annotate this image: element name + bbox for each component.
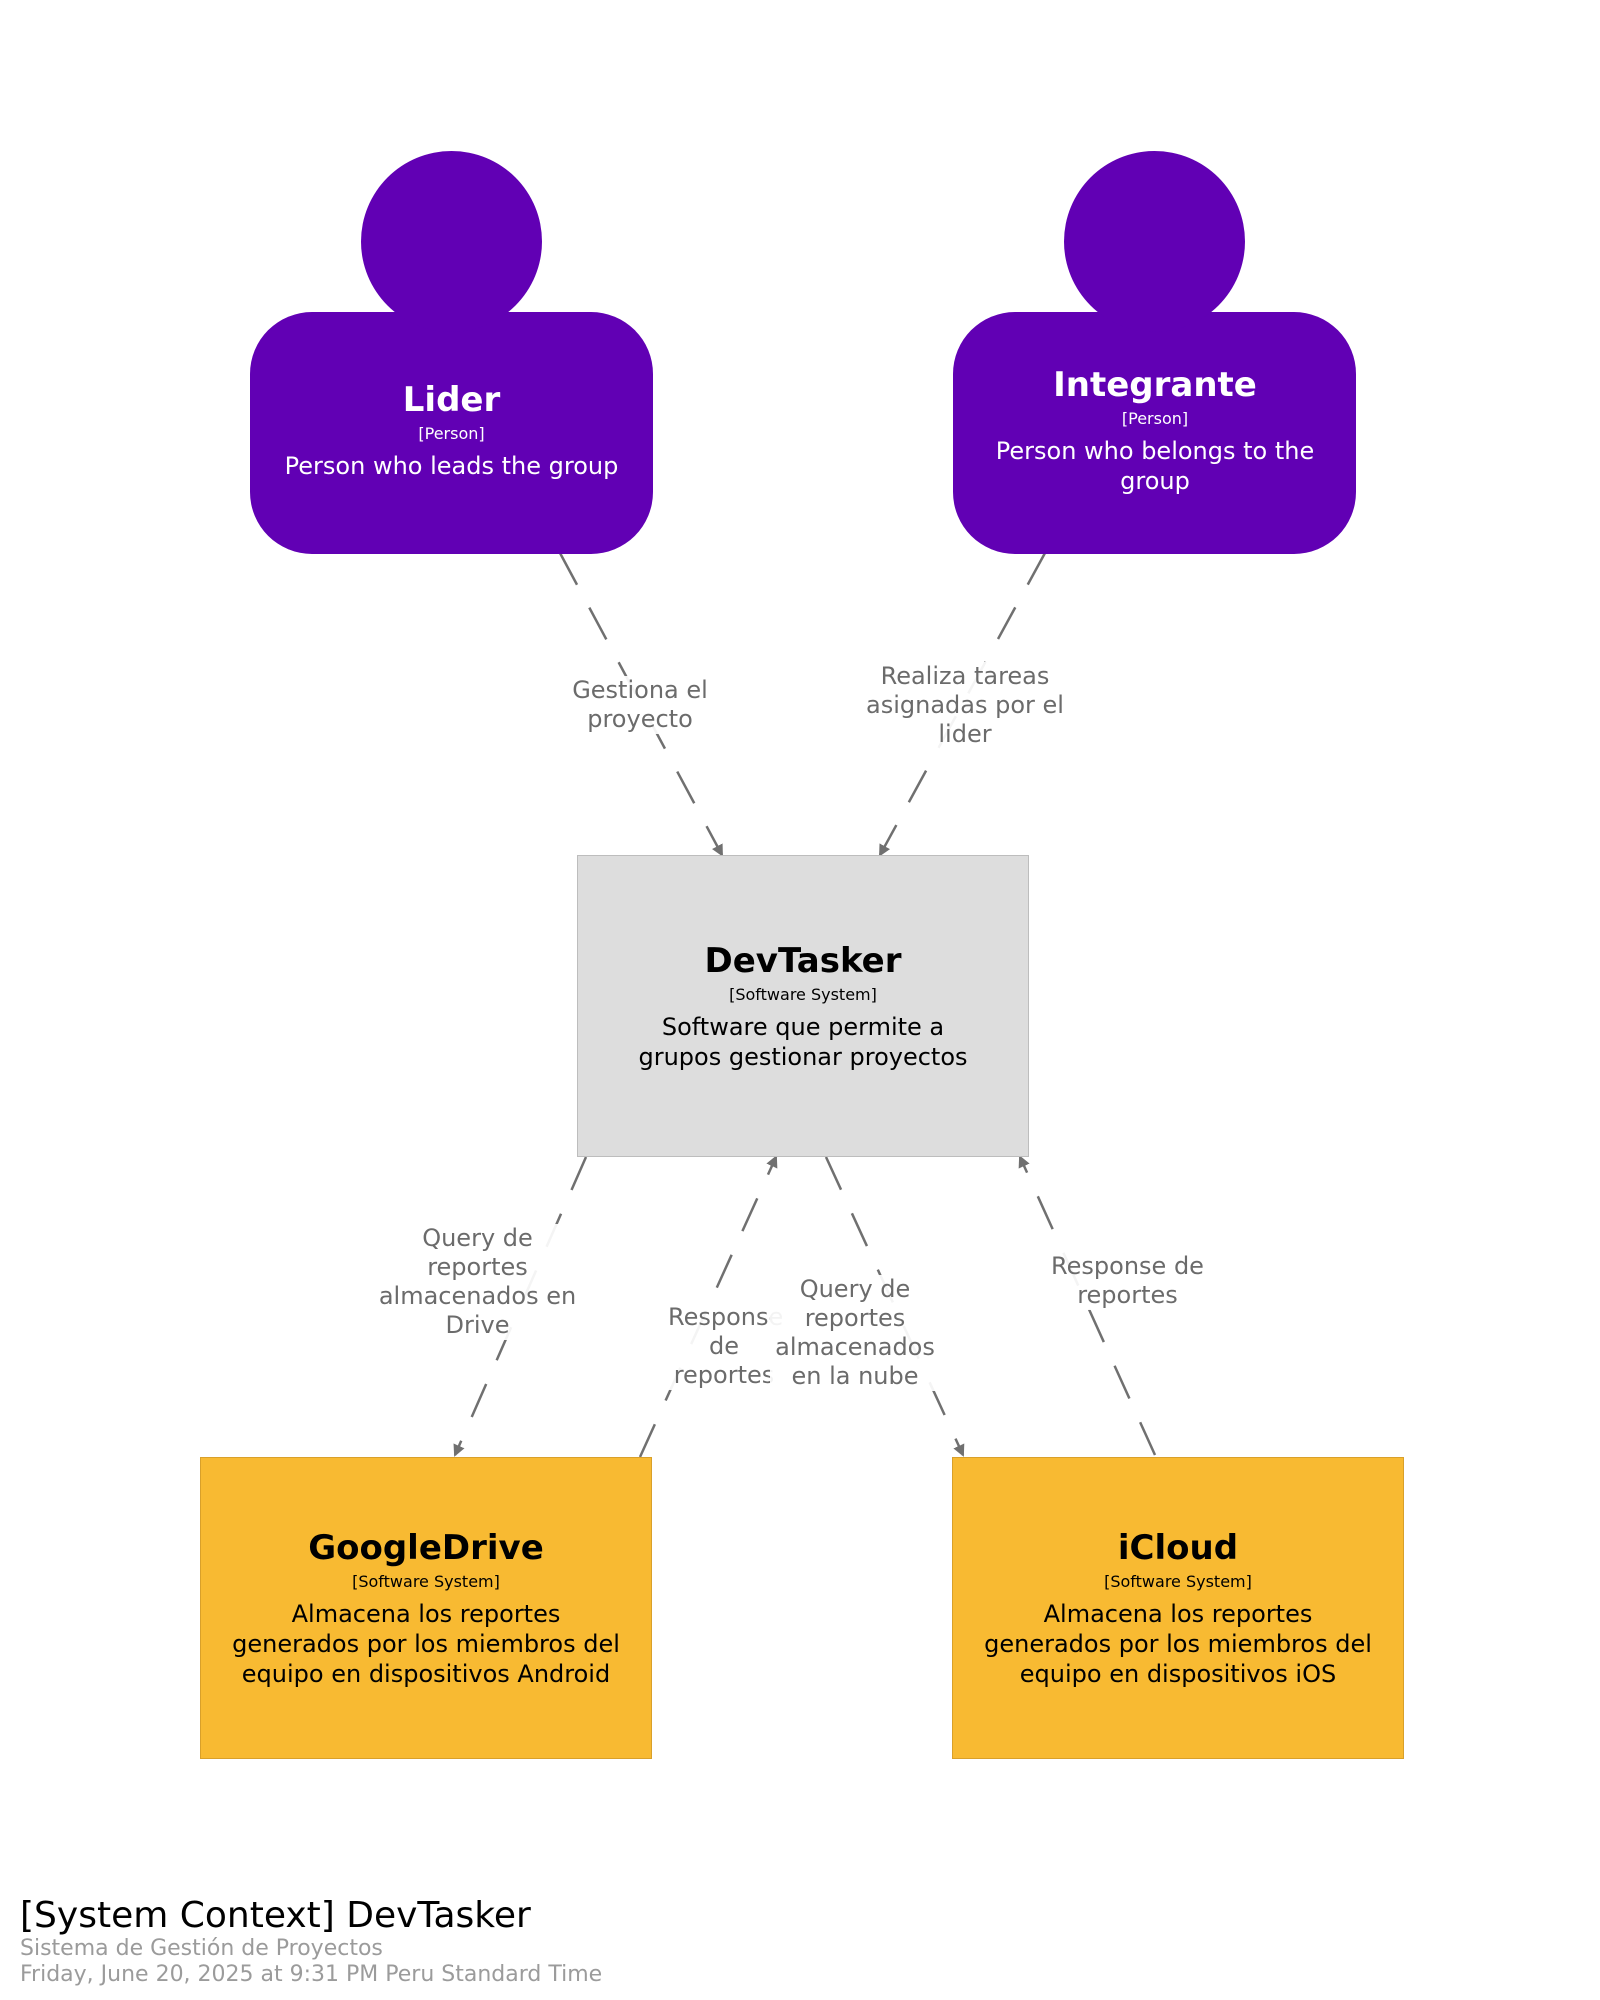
edge-devtasker-to-drive bbox=[453, 1156, 588, 1457]
system-icloud: iCloud [Software System] Almacena los re… bbox=[952, 1457, 1404, 1759]
person-lider-label: Lider [Person] Person who leads the grou… bbox=[250, 345, 653, 515]
system-icloud-label: iCloud [Software System] Almacena los re… bbox=[953, 1458, 1403, 1758]
person-integrante-head bbox=[1064, 151, 1245, 332]
edge-label-response-drive: Response de reportes bbox=[668, 1303, 784, 1390]
person-integrante-name: Integrante bbox=[1053, 365, 1257, 405]
system-googledrive-label: GoogleDrive [Software System] Almacena l… bbox=[201, 1458, 651, 1758]
edge-devtasker-to-icloud bbox=[824, 1156, 965, 1457]
system-googledrive-description: Almacena los reportes generados por los … bbox=[232, 1600, 620, 1688]
person-integrante-label: Integrante [Person] Person who belongs t… bbox=[990, 345, 1320, 515]
system-devtasker-description: Software que permite a grupos gestionar … bbox=[638, 1013, 968, 1071]
system-icloud-name: iCloud bbox=[1117, 1528, 1239, 1568]
edge-label-response-icloud: Response de reportes bbox=[1045, 1252, 1210, 1310]
person-lider-name: Lider bbox=[402, 380, 501, 420]
diagram-title: [System Context] DevTasker bbox=[20, 1895, 531, 1936]
system-devtasker-label: DevTasker [Software System] Software que… bbox=[578, 856, 1028, 1156]
system-icloud-description: Almacena los reportes generados por los … bbox=[984, 1600, 1372, 1688]
person-integrante bbox=[953, 312, 1356, 554]
system-googledrive: GoogleDrive [Software System] Almacena l… bbox=[200, 1457, 652, 1759]
system-devtasker-type: [Software System] bbox=[729, 985, 877, 1004]
edge-label-query-icloud: Query de reportes almacenados en la nube bbox=[770, 1275, 940, 1391]
edge-drive-to-devtasker bbox=[638, 1155, 778, 1458]
edge-label-gestiona: Gestiona el proyecto bbox=[560, 676, 720, 734]
system-icloud-type: [Software System] bbox=[1104, 1572, 1252, 1591]
diagram-subtitle: Sistema de Gestión de Proyectos bbox=[20, 1936, 383, 1961]
edge-label-query-drive: Query de reportes almacenados en Drive bbox=[375, 1224, 580, 1340]
diagram-timestamp: Friday, June 20, 2025 at 9:31 PM Peru St… bbox=[20, 1962, 603, 1987]
system-googledrive-name: GoogleDrive bbox=[308, 1528, 544, 1568]
system-googledrive-type: [Software System] bbox=[352, 1572, 500, 1591]
person-lider-head bbox=[361, 151, 542, 332]
person-lider bbox=[250, 312, 653, 554]
system-devtasker-name: DevTasker bbox=[704, 941, 902, 981]
edge-icloud-to-devtasker bbox=[1018, 1155, 1157, 1456]
person-lider-type: [Person] bbox=[418, 424, 485, 443]
person-integrante-description: Person who belongs to the group bbox=[995, 437, 1315, 495]
person-integrante-type: [Person] bbox=[1121, 409, 1189, 428]
edge-label-realiza: Realiza tareas asignadas por el lider bbox=[860, 662, 1070, 749]
person-lider-description: Person who leads the group bbox=[284, 452, 619, 480]
system-devtasker: DevTasker [Software System] Software que… bbox=[577, 855, 1029, 1157]
